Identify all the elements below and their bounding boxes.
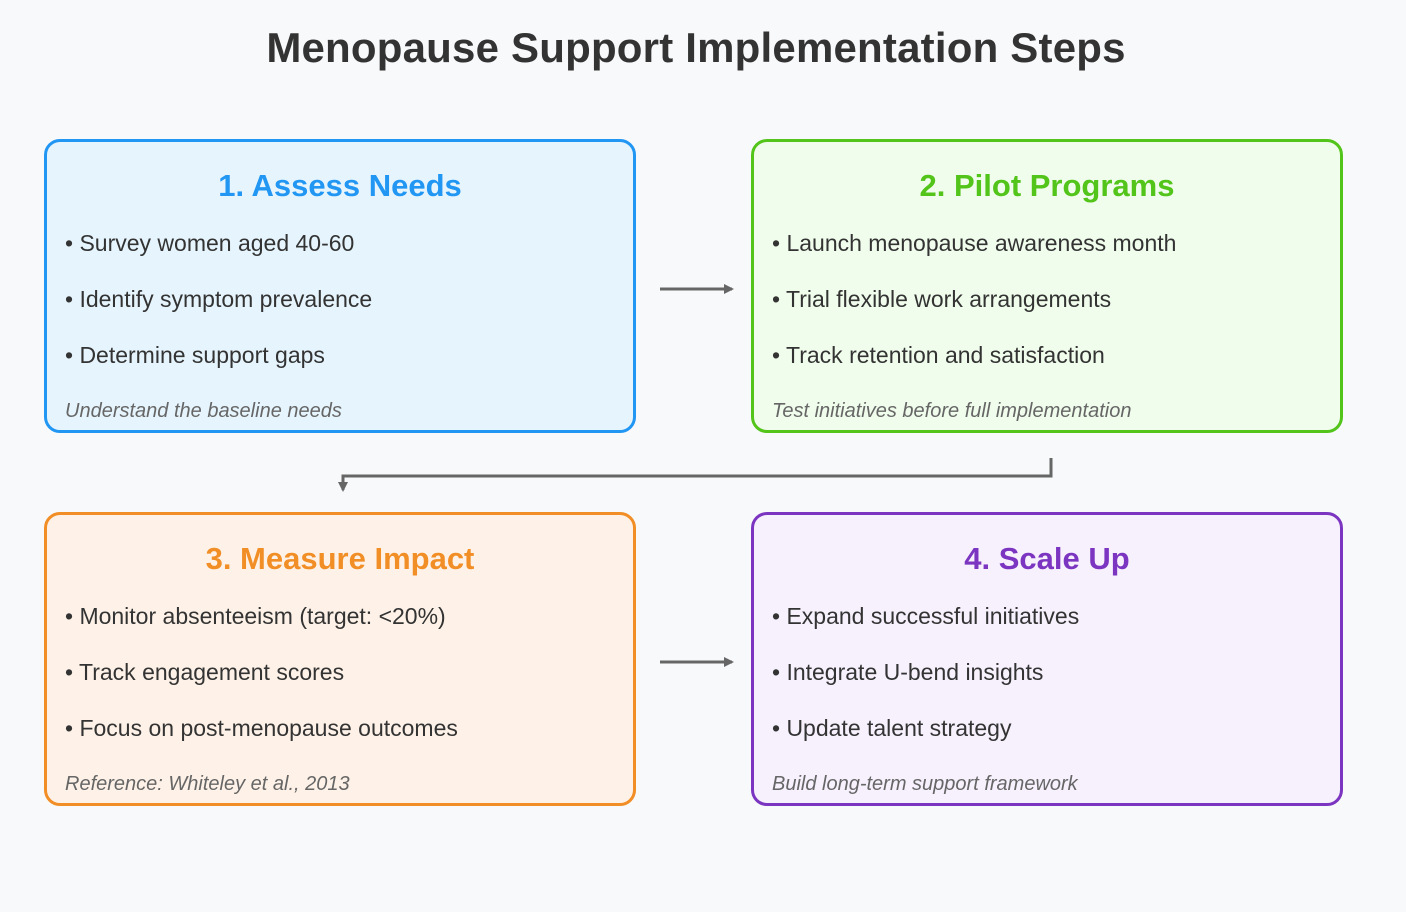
arrow-step2-to-step3 bbox=[338, 458, 1053, 492]
step-item: • Update talent strategy bbox=[772, 715, 1012, 741]
step-items: • Expand successful initiatives • Integr… bbox=[772, 601, 1079, 769]
step-title: 1. Assess Needs bbox=[218, 168, 462, 203]
step-note: Understand the baseline needs bbox=[65, 400, 342, 422]
step-item: • Trial flexible work arrangements bbox=[772, 286, 1112, 312]
step-item: • Expand successful initiatives bbox=[772, 603, 1080, 629]
step-items: • Monitor absenteeism (target: <20%) • T… bbox=[65, 601, 458, 769]
step-item: • Monitor absenteeism (target: <20%) bbox=[65, 603, 446, 629]
step-item: • Track retention and satisfaction bbox=[772, 342, 1105, 368]
step-assess-needs: 1. Assess Needs • Survey women aged 40-6… bbox=[44, 139, 636, 433]
step-title: 4. Scale Up bbox=[964, 541, 1130, 576]
step-pilot-programs: 2. Pilot Programs • Launch menopause awa… bbox=[751, 139, 1343, 433]
step-item: • Identify symptom prevalence bbox=[65, 286, 373, 312]
step-item: • Launch menopause awareness month bbox=[772, 230, 1177, 256]
step-item: • Determine support gaps bbox=[65, 342, 325, 368]
step-item: • Survey women aged 40-60 bbox=[65, 230, 355, 256]
step-title: 3. Measure Impact bbox=[205, 541, 475, 576]
step-note: Build long-term support framework bbox=[772, 773, 1078, 795]
step-item: • Focus on post-menopause outcomes bbox=[65, 715, 458, 741]
step-note: Reference: Whiteley et al., 2013 bbox=[65, 773, 350, 795]
step-item: • Integrate U-bend insights bbox=[772, 659, 1044, 685]
step-measure-impact: 3. Measure Impact • Monitor absenteeism … bbox=[44, 512, 636, 806]
step-item: • Track engagement scores bbox=[65, 659, 345, 685]
diagram-title: Menopause Support Implementation Steps bbox=[266, 24, 1126, 71]
step-note: Test initiatives before full implementat… bbox=[772, 400, 1132, 422]
step-items: • Launch menopause awareness month • Tri… bbox=[772, 228, 1176, 396]
step-title: 2. Pilot Programs bbox=[919, 168, 1175, 203]
step-items: • Survey women aged 40-60 • Identify sym… bbox=[65, 228, 372, 396]
step-scale-up: 4. Scale Up • Expand successful initiati… bbox=[751, 512, 1343, 806]
